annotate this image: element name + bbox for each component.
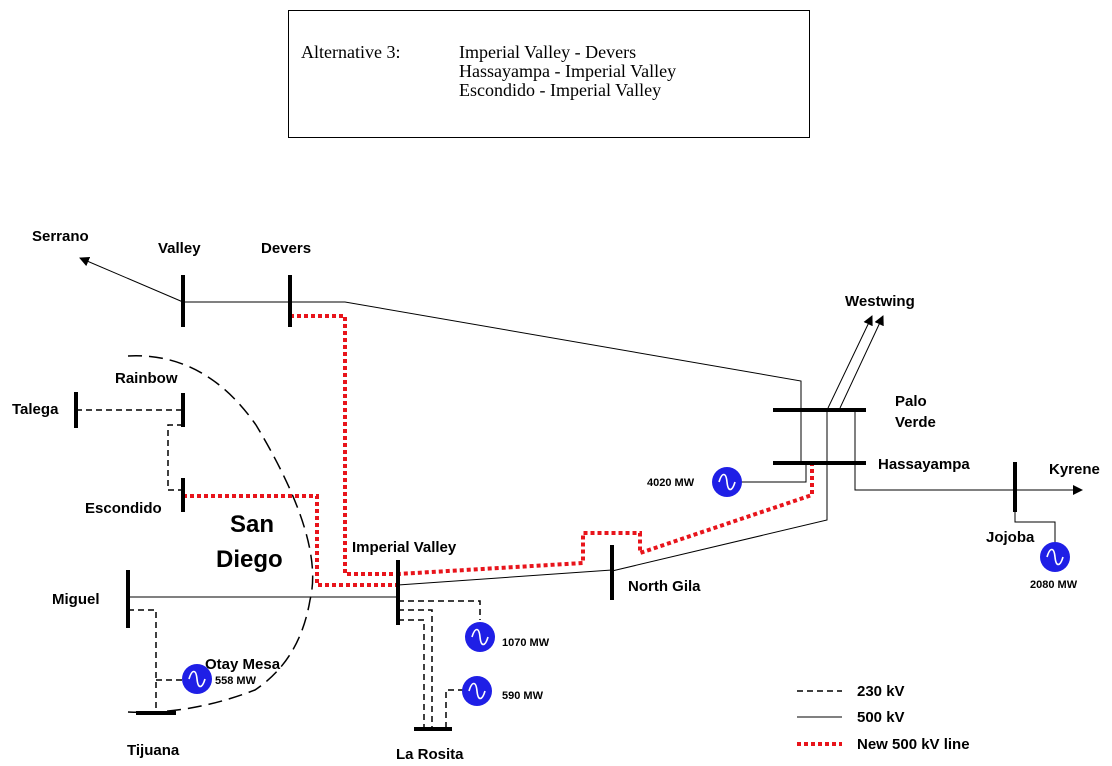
line-imperial-la-rosita-b [398, 619, 425, 728]
generator-jojoba-icon [1039, 541, 1071, 573]
legend-new-line-label: New 500 kV line [857, 736, 970, 753]
line-rainbow-escondido [167, 424, 183, 491]
alternative-line-3: Escondido - Imperial Valley [459, 80, 662, 100]
label-valley: Valley [158, 240, 201, 257]
gen-label-palo-verde: 4020 MW [647, 477, 695, 489]
generator-palo-verde-icon [711, 466, 743, 498]
label-westwing: Westwing [845, 293, 915, 310]
gen-label-jojoba: 2080 MW [1030, 579, 1078, 591]
new-line-devers-imperial [290, 314, 398, 576]
line-westwing-a [827, 315, 873, 409]
generator-imperial-valley-icon [464, 621, 496, 653]
generator-la-rosita-icon [461, 675, 493, 707]
label-serrano: Serrano [32, 228, 89, 245]
line-imperial-north-gila [397, 569, 613, 586]
line-serrano [79, 256, 184, 303]
region-label-line2: Diego [216, 546, 283, 573]
new-line-escondido-imperial [183, 494, 398, 587]
line-la-rosita-gen [445, 689, 463, 728]
new-line-hassayampa-imperial [397, 462, 814, 576]
new-500kv-lines [183, 314, 814, 587]
line-imperial-gen [398, 600, 481, 620]
label-tijuana: Tijuana [127, 742, 180, 759]
alternative-lines: Imperial Valley - Devers Hassayampa - Im… [459, 43, 676, 100]
label-hassayampa: Hassayampa [878, 456, 970, 473]
gen-label-otay-mesa: 558 MW [215, 675, 257, 687]
gen-label-la-rosita: 590 MW [502, 690, 544, 702]
line-miguel-tijuana [128, 609, 157, 712]
label-jojoba: Jojoba [986, 529, 1035, 546]
legend: 230 kV 500 kV New 500 kV line [797, 683, 970, 753]
alternative-line-1: Imperial Valley - Devers [459, 42, 637, 62]
lines-500kv [79, 256, 1083, 598]
label-kyrene: Kyrene [1049, 461, 1100, 478]
label-la-rosita: La Rosita [396, 746, 464, 763]
legend-500kv-label: 500 kV [857, 709, 905, 726]
label-escondido: Escondido [85, 500, 162, 517]
label-palo-verde-line1: Palo [895, 393, 927, 410]
label-talega: Talega [12, 401, 59, 418]
label-north-gila: North Gila [628, 578, 701, 595]
label-palo-verde-line2: Verde [895, 414, 936, 431]
buses [74, 275, 1017, 731]
alternative-box: Alternative 3: Imperial Valley - Devers … [288, 10, 810, 138]
line-westwing-b [839, 315, 884, 409]
alternative-line-2: Hassayampa - Imperial Valley [459, 61, 677, 81]
san-diego-boundary [127, 355, 314, 714]
label-imperial-valley: Imperial Valley [352, 539, 457, 556]
legend-230kv-label: 230 kV [857, 683, 905, 700]
label-miguel: Miguel [52, 591, 100, 608]
region-label-line1: San [230, 511, 274, 538]
lines-230kv [76, 409, 481, 728]
line-hassayampa-jojoba [854, 462, 1015, 491]
label-devers: Devers [261, 240, 311, 257]
gen-label-imperial-valley: 1070 MW [502, 637, 550, 649]
label-otay-mesa: Otay Mesa [205, 656, 281, 673]
line-gen-jojoba [1014, 512, 1056, 545]
line-gen-palo-verde [728, 462, 807, 483]
label-rainbow: Rainbow [115, 370, 178, 387]
line-devers-palo-verde [290, 301, 802, 412]
line-north-gila-palo-verde [611, 412, 828, 572]
alternative-label: Alternative 3: [301, 42, 401, 62]
line-imperial-la-rosita-a [398, 609, 433, 728]
